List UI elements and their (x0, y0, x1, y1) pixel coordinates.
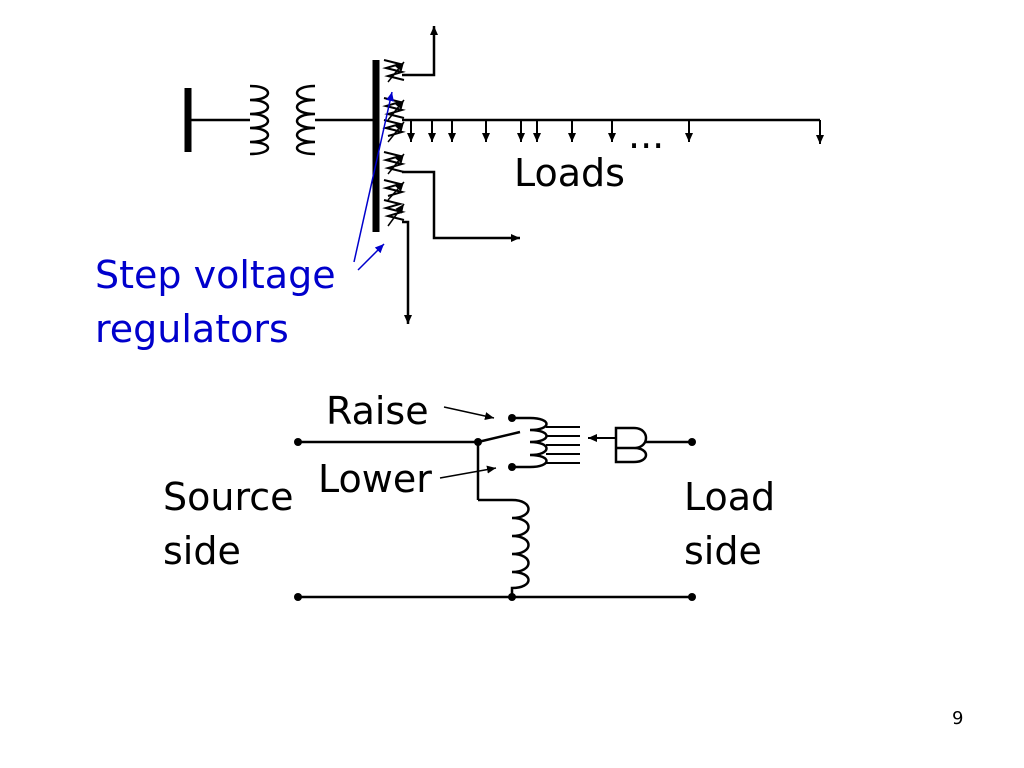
regulator-arrow-1 (387, 61, 405, 83)
regulator-label-line2: regulators (95, 307, 289, 351)
source-side-label-line2: side (163, 529, 241, 573)
regulator-coil-3 (382, 119, 406, 137)
series-winding (529, 416, 548, 469)
source-side-label-line1: Source (163, 475, 294, 519)
regulator-arrow-4 (387, 153, 405, 175)
page-number: 9 (952, 708, 963, 729)
raise-pointer (443, 406, 495, 420)
shunt-winding (510, 498, 530, 597)
lower-pointer (439, 465, 497, 479)
source-top-terminal (294, 438, 302, 446)
regulator-coil-5 (382, 179, 406, 197)
feeder-down (402, 220, 412, 324)
regulator-arrow-2 (387, 99, 405, 121)
source-bottom-terminal (294, 593, 302, 601)
regulator-coil-4 (382, 151, 406, 173)
reversing-switch-blade (477, 430, 521, 444)
feeder-up (402, 26, 438, 77)
loads-ellipsis: ... (628, 113, 664, 157)
top-feeder-diagram: ... Loads Step voltage regulators (95, 26, 824, 351)
load-bottom-terminal (688, 593, 696, 601)
regulator-arrow-3 (387, 121, 405, 143)
raise-label: Raise (326, 389, 429, 433)
load-top-terminal (688, 438, 696, 446)
load-side-label-line2: side (684, 529, 762, 573)
shunt-bottom-node (508, 593, 516, 601)
regulator-arrow-6 (387, 203, 405, 227)
regulator-arrows (387, 61, 405, 227)
tap-changer-contacts (614, 426, 648, 464)
regulator-label-line1: Step voltage (95, 253, 336, 297)
transformer-secondary-coil (295, 84, 316, 156)
regulator-pointer-2 (357, 243, 385, 271)
regulator-coil-1 (382, 59, 406, 81)
regulator-arrow-5 (387, 181, 405, 201)
feeder-loads (407, 120, 824, 144)
regulator-pointer-1 (353, 91, 394, 263)
lower-label: Lower (318, 457, 432, 501)
regulator-coil-6 (382, 199, 406, 221)
feeder-right (402, 170, 520, 242)
regulator-pointers (353, 91, 394, 271)
load-side-label-line1: Load (684, 475, 775, 519)
winding-taps (546, 426, 580, 464)
transformer-primary-coil (249, 84, 270, 156)
regulator-group (382, 59, 406, 221)
substation-transformer (249, 84, 316, 156)
loads-label: Loads (514, 151, 625, 195)
regulator-schematic: Raise Lower Source side Load side (163, 389, 775, 601)
